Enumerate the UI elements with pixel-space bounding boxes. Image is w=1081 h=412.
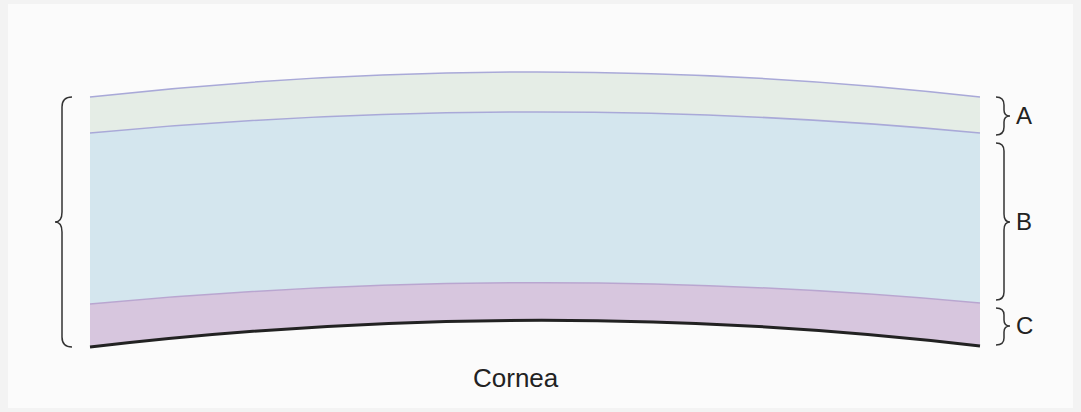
boundary-line (90, 112, 980, 133)
brace (996, 308, 1010, 345)
boundary-line (90, 320, 980, 347)
boundary-line (90, 72, 980, 97)
layer-label: B (1016, 210, 1032, 234)
brace (55, 97, 72, 347)
brace (996, 143, 1010, 300)
brace (996, 97, 1010, 135)
layer-label: C (1016, 314, 1033, 338)
layer-b (90, 112, 980, 304)
boundary-line (90, 283, 980, 304)
structure-label: Cornea (473, 365, 558, 391)
layer-a (90, 72, 980, 133)
layer-label: A (1016, 104, 1032, 128)
